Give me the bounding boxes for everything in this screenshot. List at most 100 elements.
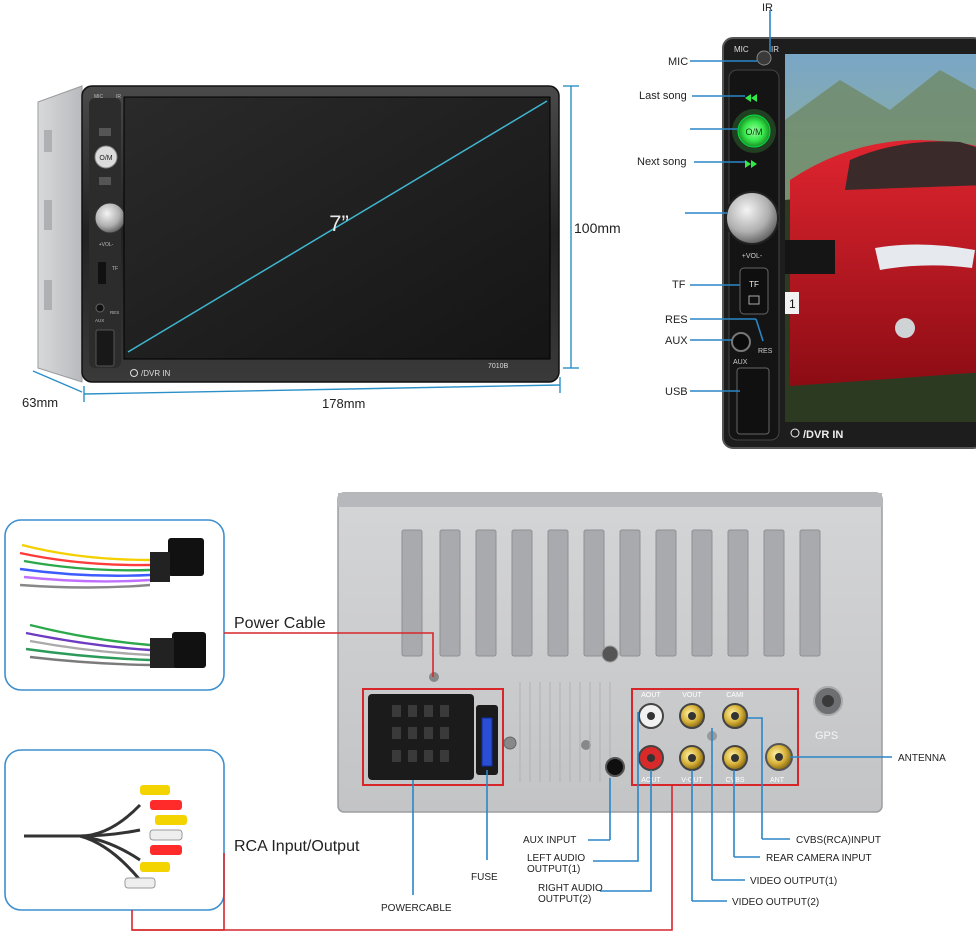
rca-top-label-3: CAMI <box>726 692 744 699</box>
width-dimension-label: 178mm <box>322 396 365 411</box>
right-audio-label-1: RIGHT AUDIO <box>538 883 603 894</box>
depth-dimension-label: 63mm <box>22 395 58 410</box>
vol-tiny: +VOL- <box>99 242 114 248</box>
car-windshield <box>845 141 976 190</box>
model-label: 7010B <box>488 363 509 370</box>
rca-top-label-1: AOUT <box>641 692 661 699</box>
control-strip <box>89 98 121 368</box>
vent-slots <box>401 529 821 657</box>
tf-card-slot[interactable] <box>739 267 769 315</box>
dvr-in-label: /DVR IN <box>141 369 171 378</box>
rca-jacks <box>638 703 748 771</box>
left-audio-label-1: LEFT AUDIO <box>527 853 585 864</box>
screw <box>581 740 591 750</box>
depth-dimension-line <box>32 370 83 393</box>
power-mode-button[interactable] <box>94 145 118 169</box>
screw <box>503 736 517 750</box>
mic-tiny: MIC <box>94 94 104 100</box>
ant-label: ANT <box>770 777 785 784</box>
rear-callouts <box>412 712 892 902</box>
power-socket <box>368 694 474 780</box>
aux-input-label: AUX INPUT <box>523 835 576 846</box>
rca-io-label: RCA Input/Output <box>234 838 360 855</box>
screw-hole <box>601 645 619 663</box>
last-song-icon[interactable] <box>745 94 757 102</box>
car-grille <box>785 240 835 274</box>
powercable-label: POWERCABLE <box>381 903 452 914</box>
res-callout-label: RES <box>665 314 688 326</box>
volume-knob-closeup[interactable] <box>725 191 779 245</box>
power-mode-label: O/M <box>746 127 763 137</box>
antenna-port-center <box>775 753 783 761</box>
ir-callout-label: IR <box>762 2 773 14</box>
width-dimension-line <box>83 384 561 395</box>
power-harness-image <box>19 543 151 667</box>
usb-callout-label: USB <box>665 386 688 398</box>
next-track-button[interactable] <box>99 177 111 185</box>
aux-input-jack[interactable] <box>605 757 625 777</box>
rca-harness-image <box>24 785 187 889</box>
chassis-slot <box>44 280 52 310</box>
ir-tiny: IR <box>116 94 121 100</box>
camera-icon <box>130 369 138 377</box>
plate-text: 1 <box>789 297 796 311</box>
chassis-slot <box>44 200 52 230</box>
power-cable-label: Power Cable <box>234 615 326 632</box>
chassis-slot <box>44 130 52 152</box>
display-screen <box>123 96 551 360</box>
aux-jack[interactable] <box>95 303 105 313</box>
cvbs-input-label: CVBS(RCA)INPUT <box>796 835 881 846</box>
vol-label-closeup: +VOL- <box>742 253 763 260</box>
rca-cable-inset <box>4 749 225 911</box>
next-song-icon[interactable] <box>745 160 757 168</box>
rca-bottom-label-3: CVBS <box>725 777 744 784</box>
power-mode-button-closeup[interactable] <box>737 114 771 148</box>
usb-port-door[interactable] <box>736 367 770 435</box>
rear-chassis-top <box>338 493 882 507</box>
rear-view: Power Cable RCA Input/Output <box>4 492 946 931</box>
height-dimension-label: 100mm <box>574 220 621 236</box>
tf-callout-label: TF <box>672 279 686 291</box>
diagonal-line <box>127 100 548 353</box>
car-headlight <box>875 244 975 270</box>
power-connector-b <box>172 632 206 668</box>
tf-slot-label: TF <box>749 280 759 289</box>
last-song-callout-label: Last song <box>639 90 687 102</box>
aux-jack-label: AUX <box>733 359 748 366</box>
screw <box>429 672 439 682</box>
gps-label: GPS <box>815 730 838 742</box>
right-audio-label-2: OUTPUT(2) <box>538 894 591 905</box>
license-plate <box>785 292 799 314</box>
next-song-callout-label: Next song <box>637 156 687 168</box>
rca-block-highlight <box>631 688 799 786</box>
ir-sensor <box>756 50 772 66</box>
mic-callout-label: MIC <box>668 56 688 68</box>
aux-callout-label: AUX <box>665 335 688 347</box>
gps-port-center <box>822 695 834 707</box>
aux-tiny: AUX <box>95 318 104 323</box>
fuse <box>481 717 493 767</box>
dvr-in-label-closeup: /DVR IN <box>803 429 843 441</box>
fuse-label: FUSE <box>471 872 498 883</box>
power-plug-body <box>150 552 170 582</box>
power-connector-a <box>168 538 204 576</box>
power-socket-pins <box>392 705 449 762</box>
usb-door[interactable] <box>95 329 115 367</box>
fog-light <box>895 318 915 338</box>
red-leaders <box>131 632 673 931</box>
sd-card-icon <box>748 295 760 305</box>
video-output-2-label: VIDEO OUTPUT(2) <box>732 897 819 908</box>
power-connector-highlight <box>362 688 504 786</box>
prev-track-button[interactable] <box>99 128 111 136</box>
volume-knob[interactable] <box>94 202 126 234</box>
power-mode-tiny: O/M <box>99 155 112 162</box>
res-hole-label: RES <box>758 348 773 355</box>
panel-mic: MIC <box>734 45 749 54</box>
front-view: O/M +VOL- TF AUX RES MIC IR 7” /DVR IN 7… <box>22 85 621 411</box>
tf-slot[interactable] <box>98 262 106 284</box>
closeup-callouts <box>685 10 771 392</box>
aux-jack-closeup[interactable] <box>731 332 751 352</box>
closeup-view: 1 MIC IR O/M +VOL- TF AUX RES /DVR IN <box>637 2 976 449</box>
rib-pattern <box>519 682 611 782</box>
